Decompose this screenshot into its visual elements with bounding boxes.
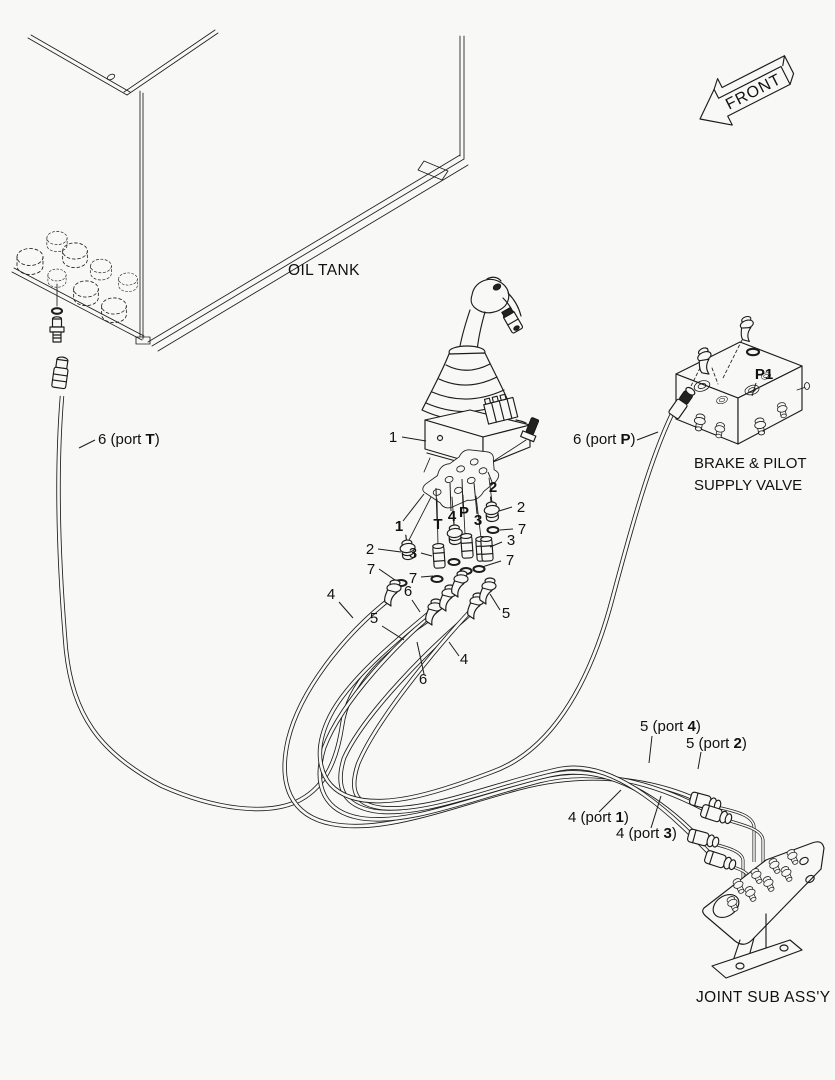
joint-sub-assy: JOINT SUB ASS'Y <box>686 791 830 1006</box>
callout-1: 1 <box>389 429 397 446</box>
callout-7: 7 <box>506 552 514 569</box>
hose-coupler <box>703 849 738 873</box>
oil-tank-label: OIL TANK <box>288 262 360 279</box>
front-arrow: FRONT <box>699 55 795 126</box>
hose-port-4 <box>320 607 711 819</box>
callout-5: 5 <box>502 605 510 622</box>
elbow-fitting <box>384 579 402 607</box>
bracket-hole <box>735 962 745 970</box>
callout-4: 4 <box>327 586 335 603</box>
callout-2: 2 <box>366 541 374 558</box>
hose-port-labels: 6 (port T) 6 (port P) 5 (port 4)5 (port 2)… <box>98 431 747 842</box>
hose-label-port-4: 5 (port 4) <box>640 718 701 735</box>
o-ring <box>745 347 761 357</box>
hose-label-port-P: 6 (port P) <box>573 431 636 448</box>
brake-pilot-supply-valve: BRAKE & PILOT SUPPLY VALVE <box>668 314 810 494</box>
joint-sub-assy-label: JOINT SUB ASS'Y <box>696 989 830 1006</box>
mounting-plate <box>408 439 527 547</box>
callout-P1: P1 <box>755 366 773 383</box>
callout-2: 2 <box>517 499 525 516</box>
bracket-hole <box>799 856 809 866</box>
callout-7: 7 <box>367 561 375 578</box>
callout-4: 4 <box>460 651 468 668</box>
hose-label-port-T: 6 (port T) <box>98 431 160 448</box>
callout-3: 3 <box>507 532 515 549</box>
callout-6: 6 <box>404 583 412 600</box>
bracket-hole <box>779 944 789 952</box>
callout-1: 1 <box>395 518 403 535</box>
callout-5: 5 <box>370 610 378 627</box>
tank-ports <box>16 231 138 324</box>
callout-6: 6 <box>419 671 427 688</box>
bracket-hole <box>712 893 740 919</box>
pilot-valve-joystick <box>421 276 540 469</box>
o-ring <box>472 564 486 574</box>
port-fittings <box>384 495 501 626</box>
valve-label-line1: BRAKE & PILOT <box>694 455 807 472</box>
valve-label-line2: SUPPLY VALVE <box>694 477 802 494</box>
hose-coupler <box>686 828 721 850</box>
terminal-block <box>483 393 519 425</box>
hoses <box>59 396 715 859</box>
o-ring <box>430 574 444 584</box>
o-ring <box>486 525 500 535</box>
hose-port-t <box>59 396 427 809</box>
callout-4: 4 <box>448 508 457 525</box>
callout-3: 3 <box>409 545 417 562</box>
callout-2: 2 <box>489 479 497 496</box>
hose-label-port-2: 5 (port 2) <box>686 735 747 752</box>
oil-tank: OIL TANK <box>11 29 469 390</box>
fitting-sleeve <box>432 542 446 569</box>
base-hole <box>436 434 444 442</box>
callout-P: P <box>459 504 469 521</box>
hose-label-port-1: 4 (port 1) <box>568 809 629 826</box>
hose-label-port-3: 4 (port 3) <box>616 825 677 842</box>
hose-coupling <box>668 386 696 420</box>
fitting-sleeve <box>480 535 494 562</box>
callout-7: 7 <box>518 521 526 538</box>
bracket-hole <box>805 874 815 884</box>
callout-7: 7 <box>409 570 417 587</box>
o-ring <box>50 307 64 315</box>
connector-plug <box>520 417 540 443</box>
callout-T: T <box>433 516 442 533</box>
callout-3: 3 <box>474 512 482 529</box>
grip-button <box>492 283 502 291</box>
leader-lines <box>78 382 757 829</box>
elbow-fitting <box>451 570 469 598</box>
tank-drain-fitting <box>49 283 69 390</box>
o-ring <box>447 557 461 567</box>
elbow-fitting <box>735 314 759 344</box>
fitting-sleeve <box>460 532 474 559</box>
